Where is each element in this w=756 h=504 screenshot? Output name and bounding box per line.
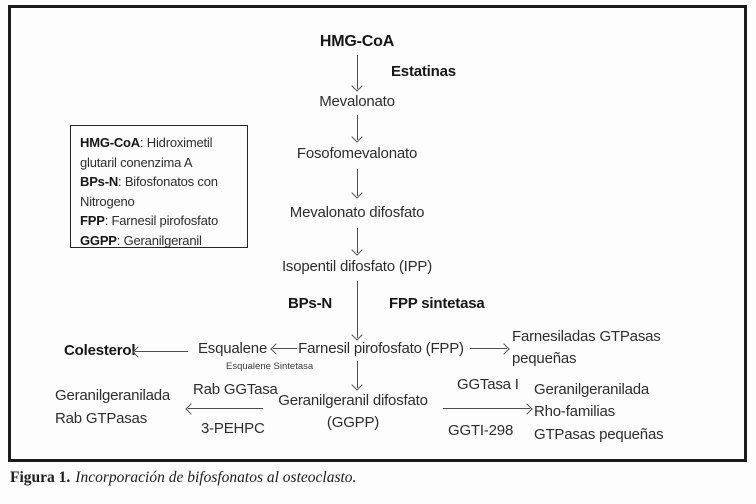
legend-rest: glutaril conenzima A (80, 154, 193, 170)
diagram-frame (8, 5, 747, 462)
arrow-left-fpp-to-esqualene-icon (273, 348, 297, 349)
node-fosofomevalonato: Fosofomevalonato (296, 145, 418, 162)
label-esqualene-sintetasa: Esqualene Sintetasa (226, 361, 314, 372)
node-geranilgeranilada-rab-line2: Rab GTPasas (55, 410, 148, 427)
legend-line: FPP: Farnesil pirofosfato (80, 211, 239, 231)
arrow-right-fpp-to-farnesiladas-icon (470, 348, 507, 349)
label-rab-ggtasa: Rab GGTasa (193, 381, 278, 398)
arrow-right-ggpp-to-rho-icon (443, 408, 530, 409)
node-mevalonato-difosfato: Mevalonato difosfato (289, 204, 425, 221)
legend-rest: Nitrogeno (80, 193, 135, 209)
node-geranilgeranilada-rho-line3: GTPasas pequeñas (534, 426, 664, 443)
legend-term: GGPP (80, 232, 117, 248)
node-farnesiladas-gtpasas: Farnesiladas GTPasas (512, 328, 661, 345)
node-hmg-coa: HMG-CoA (319, 33, 395, 50)
arrow-down-mevalonato-to-fosofomevalonato-icon (357, 115, 358, 140)
legend-rest: : Farnesil pirofosfato (104, 213, 219, 228)
node-ggpp-line2: (GGPP) (326, 414, 380, 431)
legend-term: BPs-N (80, 174, 119, 189)
node-geranilgeranilada-rho: Geranilgeranilada (534, 381, 650, 398)
legend-rest: : Bifosfonatos con (118, 174, 218, 189)
legend-term: HMG-CoA (80, 135, 140, 150)
legend-line: GGPP: Geranilgeranil (80, 231, 239, 251)
figure-caption-text: Incorporación de bifosfonatos al osteocl… (75, 469, 357, 486)
arrow-down-hmg-to-mevalonato-icon (357, 55, 358, 89)
node-colesterol: Colesterol (64, 342, 136, 359)
arrow-down-fosofo-to-mevalonato-difosfato-icon (357, 169, 358, 196)
legend-line: glutaril conenzima A (80, 153, 239, 173)
legend-line: BPs-N: Bifosfonatos con (80, 172, 239, 192)
node-farnesiladas-gtpasas-line2: pequeñas (512, 350, 577, 367)
legend-box: HMG-CoA: Hidroximetil glutaril conenzima… (70, 125, 248, 248)
node-geranilgeranilada-rho-line2: Rho-familias (534, 403, 615, 420)
figure-caption-label: Figura 1. (10, 469, 71, 486)
node-esqualene: Esqualene (198, 340, 268, 357)
legend-line: HMG-CoA: Hidroximetil (80, 133, 239, 153)
arrow-left-ggpp-to-rab-icon (188, 408, 263, 409)
legend-rest: : Hidroximetil (139, 135, 213, 150)
label-estatinas: Estatinas (391, 63, 456, 80)
node-geranilgeranilada-rab: Geranilgeranilada (55, 387, 171, 404)
label-ggtasa-i: GGTasa I (457, 376, 519, 393)
legend-term: FPP (80, 213, 105, 228)
node-mevalonato: Mevalonato (319, 93, 395, 110)
node-isopentil-ipp: Isopentil difosfato (IPP) (281, 258, 433, 275)
label-bps-n: BPs-N (288, 295, 333, 312)
legend-line: Nitrogeno (80, 192, 239, 212)
label-ggti-298: GGTI-298 (448, 422, 514, 439)
arrow-down-mevalonato-difosfato-to-ipp-icon (357, 228, 358, 253)
label-fpp-sintetasa: FPP sintetasa (389, 295, 485, 312)
arrow-down-fpp-to-ggpp-icon (357, 361, 358, 388)
arrow-down-ipp-to-fpp-icon (357, 281, 358, 338)
legend-rest: : Geranilgeranil (116, 232, 202, 248)
node-ggpp: Geranilgeranil difosfato (278, 392, 428, 409)
label-3-pehpc: 3-PEHPC (201, 420, 265, 437)
arrow-left-esqualene-to-colesterol-icon (135, 351, 188, 352)
node-farnesil-fpp: Farnesil pirofosfato (FPP) (298, 340, 464, 357)
figure-caption: Figura 1.Incorporación de bifosfonatos a… (10, 469, 356, 487)
